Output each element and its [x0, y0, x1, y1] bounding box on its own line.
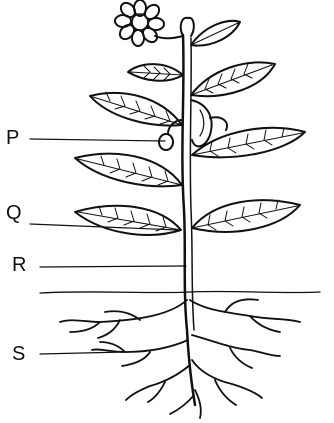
- root-system: [60, 299, 300, 418]
- leaf-upper-left: [128, 64, 183, 81]
- leaf-bottom-left: [75, 206, 181, 235]
- pointer-line-p: [30, 139, 165, 141]
- label-p: P: [6, 128, 19, 148]
- label-r: R: [12, 255, 26, 275]
- leaf-top-right: [191, 21, 240, 46]
- leaf-lower-left: [75, 154, 182, 187]
- label-s: S: [12, 344, 25, 364]
- label-q: Q: [6, 203, 22, 223]
- leaf-upper-right: [191, 62, 275, 96]
- stem-inner-edge: [190, 38, 194, 330]
- flower-bud: [181, 18, 194, 36]
- ground-line: [40, 291, 320, 293]
- flower: [115, 0, 183, 46]
- pointer-line-r: [40, 266, 186, 267]
- leaf-middle-right: [192, 128, 305, 157]
- stem: [182, 35, 195, 405]
- pointer-line-s: [40, 352, 125, 354]
- leaf-bottom-right: [192, 200, 300, 232]
- fruit-pod: [191, 100, 227, 146]
- leaf-middle-left: [90, 92, 182, 126]
